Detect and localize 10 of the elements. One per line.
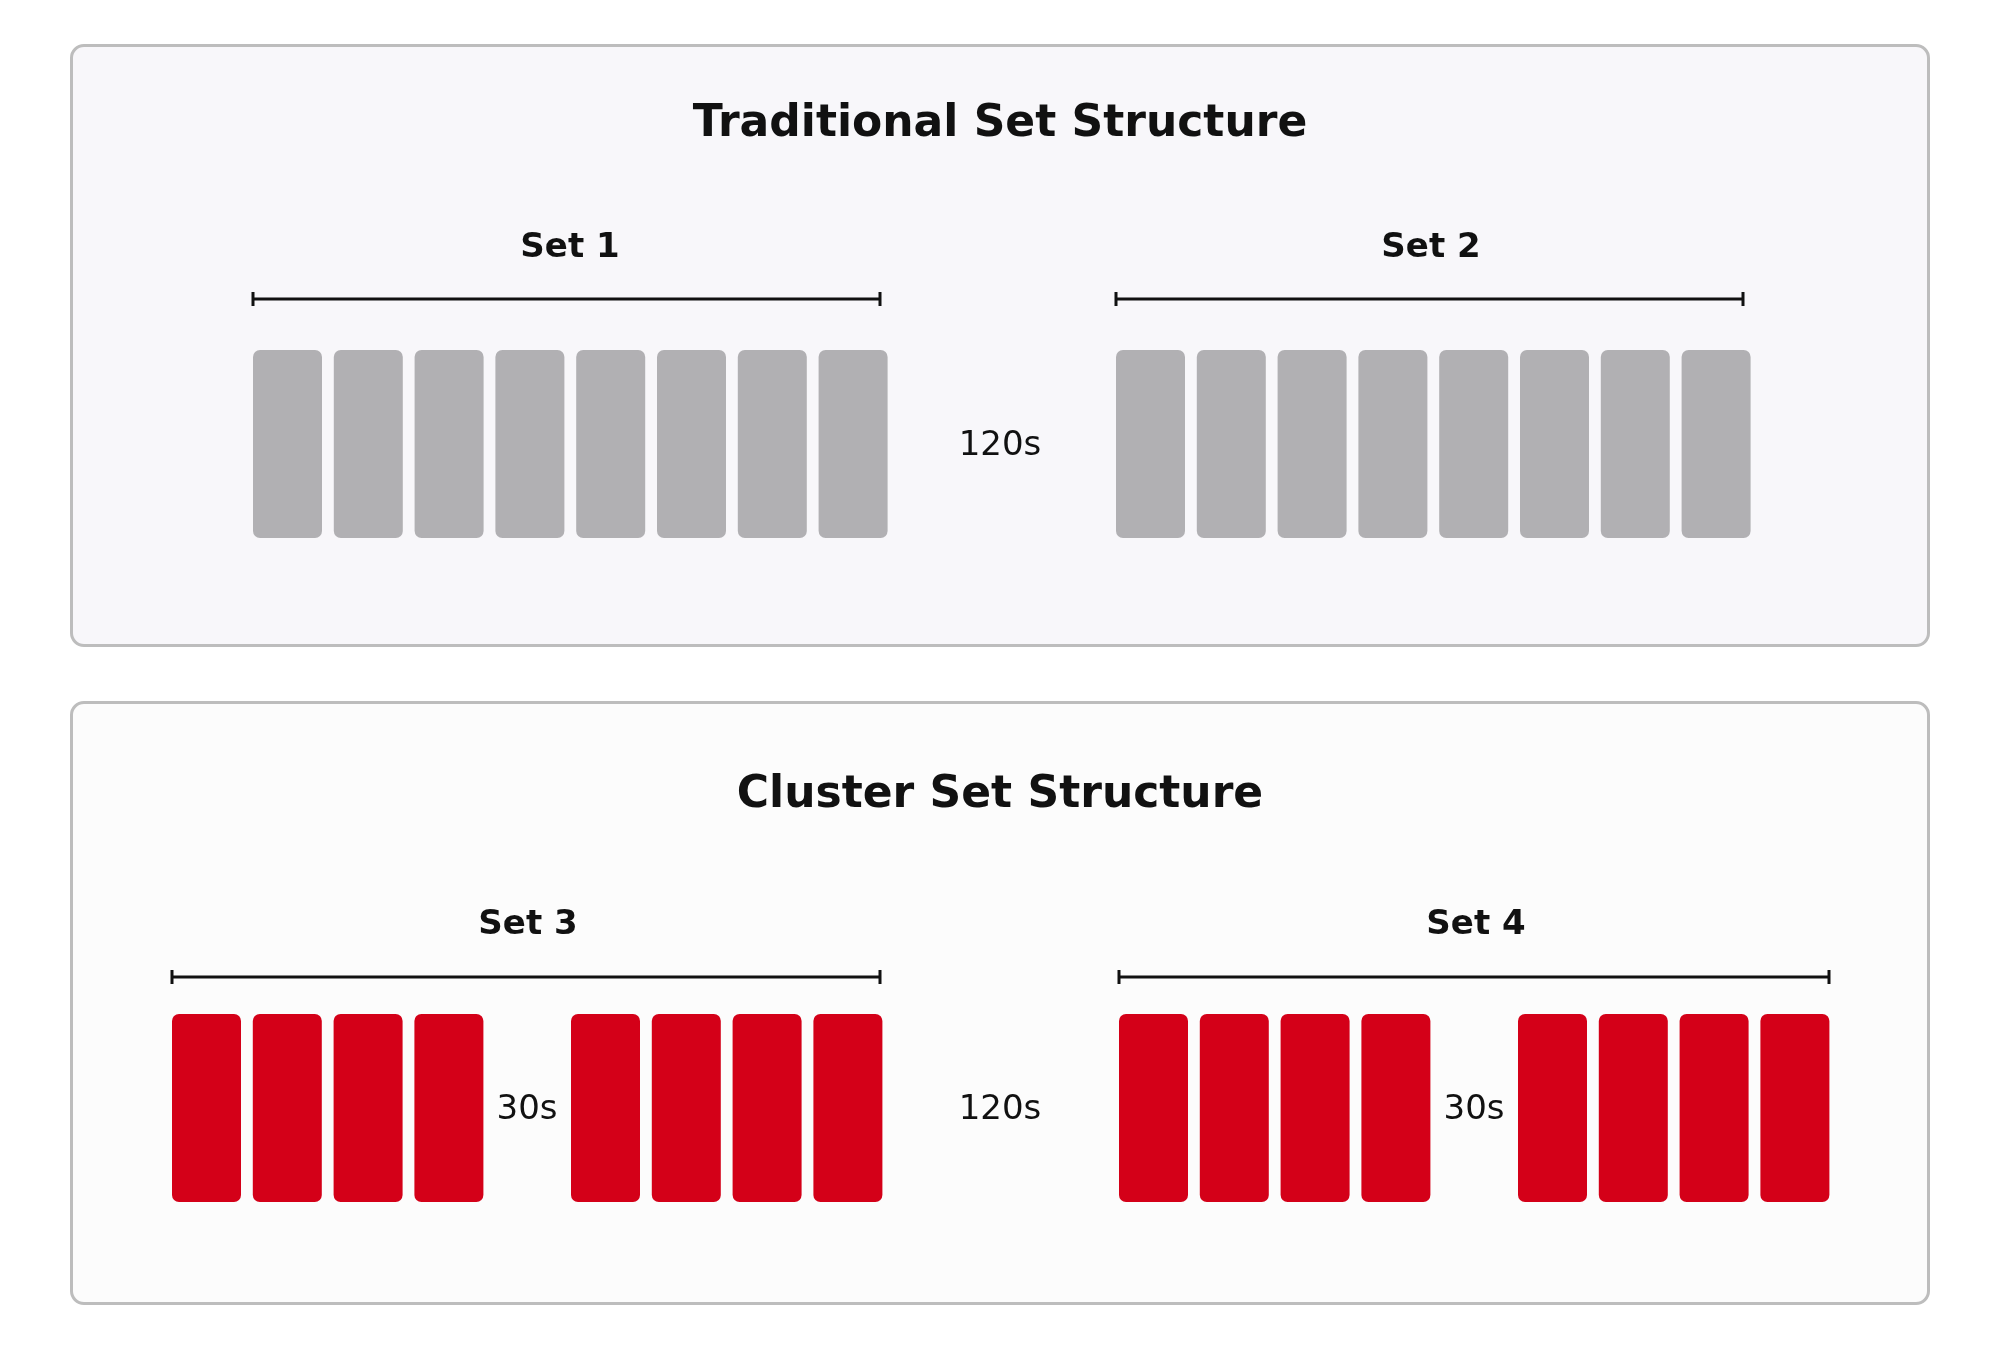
set-label: Set 1 [520,225,620,265]
panel-heading: Cluster Set Structure [735,766,1265,817]
rest-time-label: 30s [496,1087,558,1127]
set-label: Set 4 [1426,902,1526,942]
rest-time-label: 120s [958,423,1042,463]
set-label: Set 3 [478,902,578,942]
panel-heading: Traditional Set Structure [691,95,1309,146]
set-label: Set 2 [1381,225,1481,265]
rest-time-label: 30s [1443,1087,1505,1127]
rest-time-label: 120s [958,1087,1042,1127]
